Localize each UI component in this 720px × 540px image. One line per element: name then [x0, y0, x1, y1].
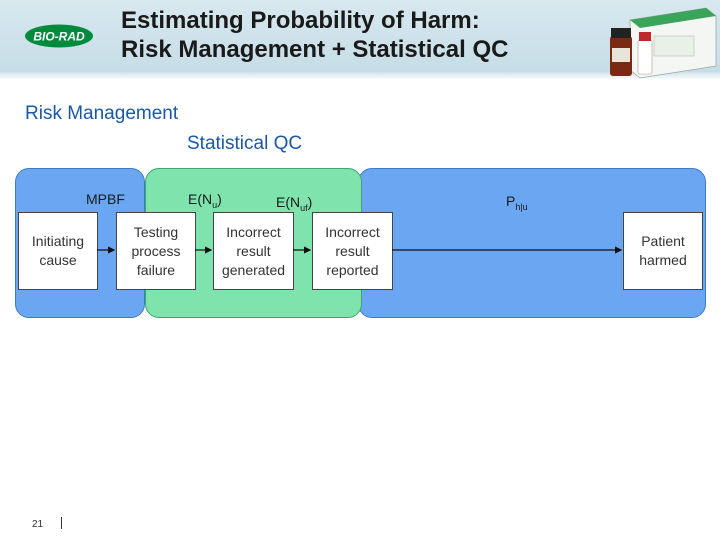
- footer-divider: [61, 517, 62, 529]
- subtitle-risk-management: Risk Management: [25, 103, 179, 124]
- title-line-1: Estimating Probability of Harm:: [121, 7, 480, 34]
- box-incorrect-result-reported: Incorrect result reported: [312, 212, 393, 290]
- bio-rad-logo: BIO-RAD: [25, 24, 93, 48]
- title-line-2: Risk Management + Statistical QC: [121, 36, 509, 63]
- subtitle-statistical-qc: Statistical QC: [187, 133, 303, 154]
- slide-title: Estimating Probability of Harm: Risk Man…: [121, 6, 601, 64]
- svg-text:BIO-RAD: BIO-RAD: [33, 30, 85, 44]
- product-image: [610, 7, 717, 79]
- label-e-nu: E(Nu): [188, 191, 222, 210]
- header-band: [0, 0, 720, 72]
- label-e-nuf: E(Nuf): [276, 194, 313, 213]
- box-patient-harmed: Patient harmed: [623, 212, 703, 290]
- box-incorrect-result-generated: Incorrect result generated: [213, 212, 294, 290]
- box-testing-process-failure: Testing process failure: [116, 212, 196, 290]
- box-initiating-cause: Initiating cause: [18, 212, 98, 290]
- header-fade: [0, 72, 720, 80]
- page-number: 21: [32, 519, 44, 530]
- label-mpbf: MPBF: [86, 191, 125, 207]
- label-p-h-u: Ph|u: [506, 193, 528, 212]
